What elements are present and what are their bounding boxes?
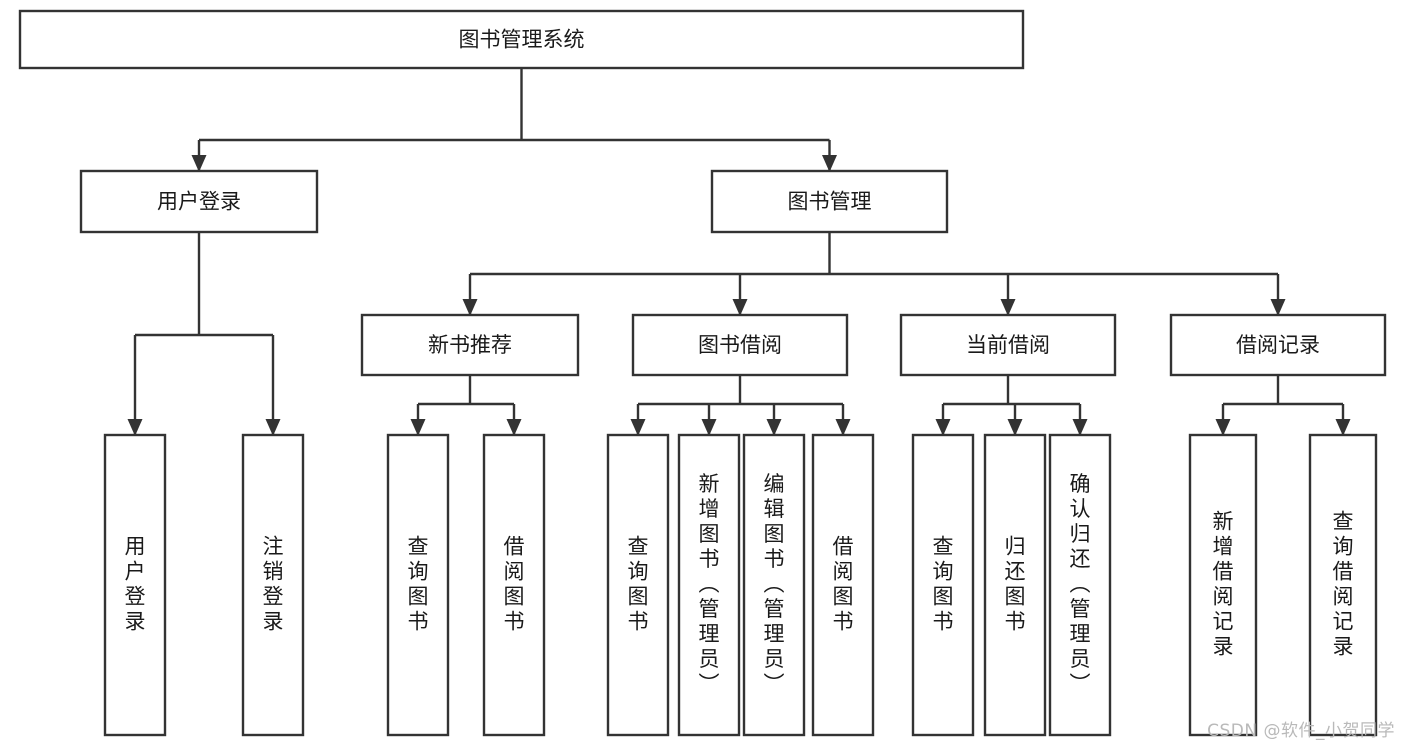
node-label-leaf-query-record: 查询借阅记录 (1333, 510, 1354, 659)
arrow-head-icon (701, 419, 717, 436)
arrow-head-icon (1270, 299, 1286, 316)
node-label-leaf-add-book: 新增图书︵管理员︶ (699, 472, 720, 696)
node-leaf-query-book-1[interactable]: 查询图书 (386, 433, 450, 737)
connector-group-book-borrow (630, 375, 851, 436)
node-root[interactable]: 图书管理系统 (18, 9, 1025, 70)
node-leaf-borrow-book-2[interactable]: 借阅图书 (811, 433, 875, 737)
node-box-leaf-add-record[interactable] (1188, 433, 1258, 737)
node-leaf-query-record[interactable]: 查询借阅记录 (1308, 433, 1378, 737)
node-label-new-book-rec: 新书推荐 (428, 333, 512, 357)
node-box-leaf-add-book[interactable] (677, 433, 741, 737)
node-box-leaf-logout[interactable] (241, 433, 305, 737)
node-current-borrow[interactable]: 当前借阅 (899, 313, 1117, 377)
node-label-borrow-record: 借阅记录 (1236, 333, 1320, 357)
arrow-head-icon (935, 419, 951, 436)
node-label-leaf-logout: 注销登录 (263, 535, 284, 634)
node-box-book-borrow[interactable] (631, 313, 849, 377)
node-label-user-login: 用户登录 (157, 190, 241, 214)
node-box-root[interactable] (18, 9, 1025, 70)
connector-group-root (191, 68, 837, 172)
node-leaf-borrow-book-1[interactable]: 借阅图书 (482, 433, 546, 737)
node-box-leaf-confirm-return[interactable] (1048, 433, 1112, 737)
arrow-head-icon (127, 419, 143, 436)
node-borrow-record[interactable]: 借阅记录 (1169, 313, 1387, 377)
node-user-login[interactable]: 用户登录 (79, 169, 319, 234)
node-box-leaf-query-book-3[interactable] (911, 433, 975, 737)
node-label-leaf-borrow-book-1: 借阅图书 (504, 535, 525, 634)
node-label-current-borrow: 当前借阅 (966, 333, 1050, 357)
connector-layer (127, 68, 1351, 436)
node-box-leaf-borrow-book-2[interactable] (811, 433, 875, 737)
arrow-head-icon (766, 419, 782, 436)
node-label-leaf-query-book-1: 查询图书 (408, 535, 429, 634)
arrow-head-icon (630, 419, 646, 436)
node-box-leaf-edit-book[interactable] (742, 433, 806, 737)
node-box-new-book-rec[interactable] (360, 313, 580, 377)
node-book-borrow[interactable]: 图书借阅 (631, 313, 849, 377)
node-label-leaf-query-book-3: 查询图书 (933, 535, 954, 634)
arrow-head-icon (1335, 419, 1351, 436)
node-label-root: 图书管理系统 (459, 28, 585, 52)
node-leaf-query-book-3[interactable]: 查询图书 (911, 433, 975, 737)
node-leaf-return-book[interactable]: 归还图书 (983, 433, 1047, 737)
node-label-leaf-query-book-2: 查询图书 (628, 535, 649, 634)
node-box-user-login[interactable] (79, 169, 319, 234)
connector-group-book-manage (462, 232, 1286, 316)
arrow-head-icon (822, 155, 837, 172)
node-label-leaf-add-record: 新增借阅记录 (1213, 510, 1234, 659)
node-leaf-add-record[interactable]: 新增借阅记录 (1188, 433, 1258, 737)
node-leaf-query-book-2[interactable]: 查询图书 (606, 433, 670, 737)
arrow-head-icon (410, 419, 426, 436)
node-box-leaf-query-book-2[interactable] (606, 433, 670, 737)
connector-group-user-login (127, 232, 281, 436)
node-box-leaf-user-login[interactable] (103, 433, 167, 737)
node-new-book-rec[interactable]: 新书推荐 (360, 313, 580, 377)
connector-group-current-borrow (935, 375, 1088, 436)
node-box-leaf-query-record[interactable] (1308, 433, 1378, 737)
arrow-head-icon (1215, 419, 1231, 436)
arrow-head-icon (462, 299, 478, 316)
arrow-head-icon (265, 419, 281, 436)
node-layer: 图书管理系统用户登录图书管理新书推荐图书借阅当前借阅借阅记录用户登录注销登录查询… (18, 9, 1387, 737)
connector-group-new-book-rec (410, 375, 522, 436)
node-book-manage[interactable]: 图书管理 (710, 169, 949, 234)
connector-group-borrow-record (1215, 375, 1351, 436)
node-box-borrow-record[interactable] (1169, 313, 1387, 377)
node-leaf-logout[interactable]: 注销登录 (241, 433, 305, 737)
node-label-leaf-edit-book: 编辑图书︵管理员︶ (764, 472, 785, 696)
node-leaf-user-login[interactable]: 用户登录 (103, 433, 167, 737)
arrow-head-icon (506, 419, 522, 436)
node-box-current-borrow[interactable] (899, 313, 1117, 377)
node-leaf-add-book[interactable]: 新增图书︵管理员︶ (677, 433, 741, 737)
arrow-head-icon (1007, 419, 1023, 436)
arrow-head-icon (835, 419, 851, 436)
arrow-head-icon (1000, 299, 1016, 316)
node-label-book-borrow: 图书借阅 (698, 333, 782, 357)
node-leaf-confirm-return[interactable]: 确认归还︵管理员︶ (1048, 433, 1112, 737)
node-label-leaf-user-login: 用户登录 (125, 535, 146, 634)
arrow-head-icon (191, 155, 207, 172)
csdn-watermark: CSDN @软件_小贺同学 (1207, 721, 1395, 741)
arrow-head-icon (1072, 419, 1088, 436)
node-label-leaf-borrow-book-2: 借阅图书 (833, 535, 854, 634)
node-box-leaf-return-book[interactable] (983, 433, 1047, 737)
node-box-book-manage[interactable] (710, 169, 949, 234)
node-label-leaf-confirm-return: 确认归还︵管理员︶ (1070, 472, 1091, 696)
node-label-book-manage: 图书管理 (788, 190, 872, 214)
node-leaf-edit-book[interactable]: 编辑图书︵管理员︶ (742, 433, 806, 737)
node-label-leaf-return-book: 归还图书 (1005, 535, 1026, 634)
arrow-head-icon (732, 299, 748, 316)
node-box-leaf-query-book-1[interactable] (386, 433, 450, 737)
node-box-leaf-borrow-book-1[interactable] (482, 433, 546, 737)
